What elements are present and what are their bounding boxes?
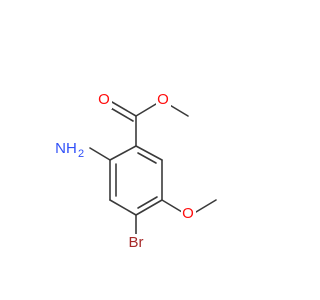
structure-canvas: O O NH 2 Br O <box>55 91 217 252</box>
bond-methoxy-oxygen-methyl <box>195 199 217 213</box>
bond-carbonyl-double-2 <box>108 106 134 122</box>
carbonyl-oxygen-label: O <box>98 91 110 108</box>
ring-bond-c1-c2 <box>109 145 137 161</box>
bond-c5-methoxy-oxygen <box>161 199 183 213</box>
amino-group-label: NH 2 <box>55 140 84 160</box>
methoxy-oxygen-label: O <box>182 205 194 222</box>
ring-double-bond-c4-c5 <box>137 196 158 209</box>
ring-bond-c3-c4 <box>109 199 137 216</box>
ring-bond-c6-c1 <box>135 145 163 161</box>
bond-c2-nitrogen <box>89 147 111 161</box>
carbonyl-oxygen-mask <box>97 91 112 109</box>
amino-nitrogen-label: NH <box>55 140 77 157</box>
molecule-diagram: O O NH 2 Br O <box>55 91 217 252</box>
bromine-label: Br <box>129 234 144 251</box>
bond-carbonyl-to-ester-oxygen <box>135 103 157 117</box>
ester-oxygen-mask <box>156 91 171 109</box>
ester-oxygen-label: O <box>157 91 169 108</box>
amino-subscript: 2 <box>78 148 84 160</box>
bond-carbonyl-double-1 <box>111 101 137 117</box>
ring-bond-c4-c5 <box>135 199 163 216</box>
bromine-mask <box>126 234 146 252</box>
methoxy-oxygen-mask <box>181 205 196 223</box>
ring-double-bond-c6-c1 <box>137 152 157 164</box>
bond-ester-oxygen-to-methyl <box>167 103 189 117</box>
